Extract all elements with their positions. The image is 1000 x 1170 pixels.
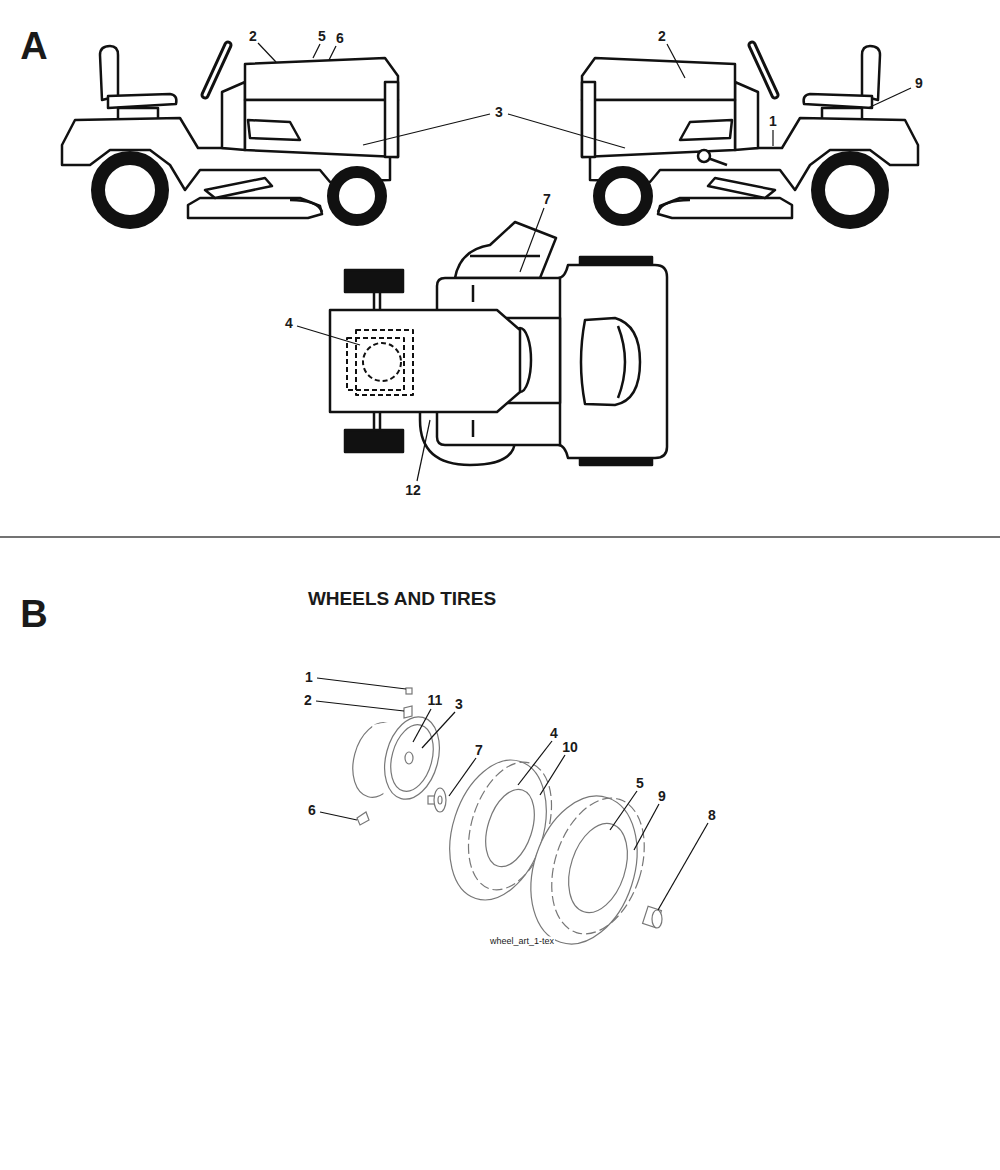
- callout-number: 1: [768, 114, 778, 128]
- callout-number: 9: [657, 789, 667, 803]
- callout-number: 1: [304, 670, 314, 684]
- callout-number: 2: [303, 693, 313, 707]
- callout-number: 11: [427, 693, 444, 707]
- callout-number: 9: [914, 76, 924, 90]
- callout-number: 6: [307, 803, 317, 817]
- callout-number: 4: [549, 726, 559, 740]
- callout-number: 3: [454, 697, 464, 711]
- callout-number: 5: [635, 776, 645, 790]
- callout-number: 6: [335, 31, 345, 45]
- callout-number: 12: [404, 483, 422, 497]
- callout-number: 7: [474, 743, 484, 757]
- callout-number: 7: [542, 192, 552, 206]
- callout-number: 5: [317, 29, 327, 43]
- section-title: WHEELS AND TIRES: [307, 589, 497, 608]
- section-letter: A: [19, 27, 48, 65]
- callout-number: 4: [284, 316, 294, 330]
- callout-number: 2: [657, 29, 667, 43]
- callout-number: 2: [248, 29, 258, 43]
- section-letter: B: [19, 595, 48, 633]
- callout-number: 8: [707, 808, 717, 822]
- callout-number: 10: [561, 740, 579, 754]
- art-code: wheel_art_1-tex: [489, 937, 555, 946]
- callout-number: 3: [494, 105, 504, 119]
